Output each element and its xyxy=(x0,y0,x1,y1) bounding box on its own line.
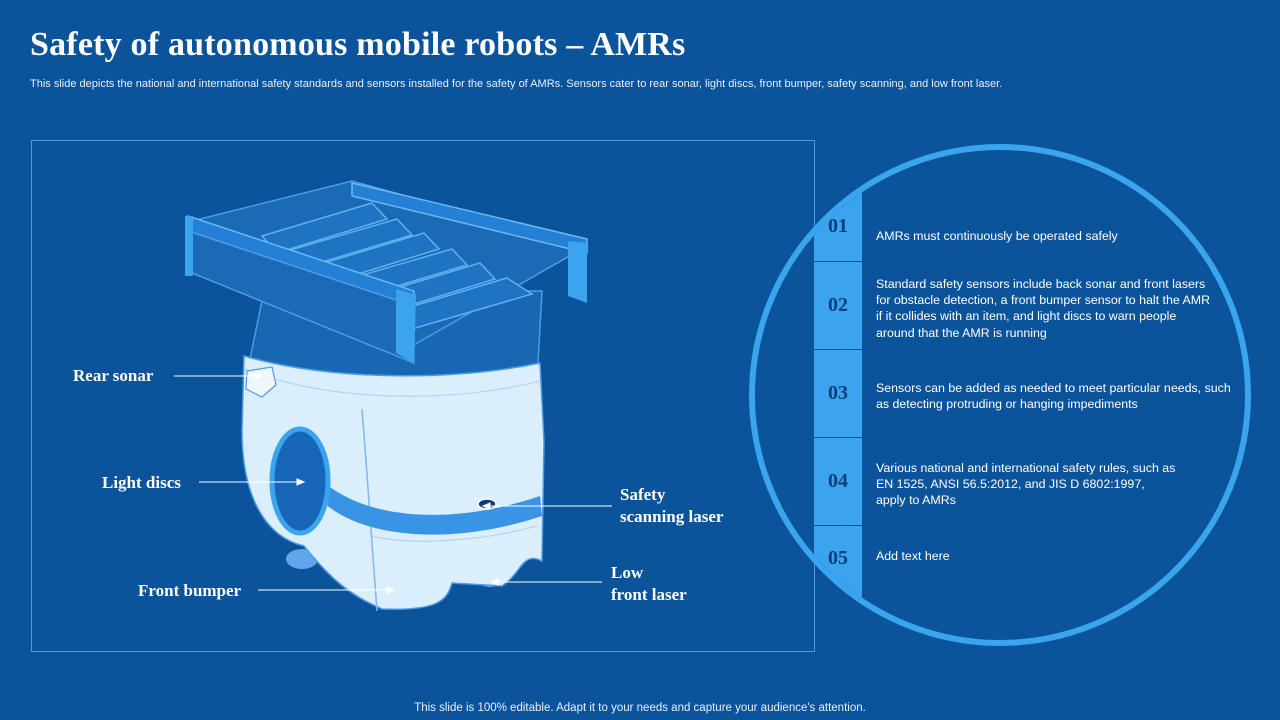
number-column xyxy=(814,150,862,640)
row-divider xyxy=(814,349,1164,350)
callout-low-line2: front laser xyxy=(611,585,687,604)
callout-safety-line2: scanning laser xyxy=(620,507,724,526)
item-text-01: AMRs must continuously be operated safel… xyxy=(876,229,1118,243)
robot-seam-vertical xyxy=(361,408,378,612)
rear-sonar-pad xyxy=(245,366,277,398)
footer-note: This slide is 100% editable. Adapt it to… xyxy=(414,702,866,714)
callout-light-discs: Light discs xyxy=(102,473,181,492)
page-subtitle: This slide depicts the national and inte… xyxy=(30,78,1003,90)
item-text-02: Standard safety sensors include back son… xyxy=(876,277,1211,340)
item-number-05: 05 xyxy=(828,546,848,569)
callout-safety-line1: Safety xyxy=(620,485,666,504)
page-title: Safety of autonomous mobile robots – AMR… xyxy=(30,26,686,63)
info-circle-ring xyxy=(749,144,1251,646)
callout-low-front-laser: Low front laser xyxy=(611,562,687,606)
callout-low-line1: Low xyxy=(611,563,644,582)
robot-illustration xyxy=(174,180,612,612)
tray-front-post-left xyxy=(185,216,193,276)
item-number-02: 02 xyxy=(828,293,848,316)
item-number-01: 01 xyxy=(828,214,848,237)
row-divider xyxy=(814,437,1164,438)
callout-safety-scanning-laser: Safety scanning laser xyxy=(620,484,723,528)
item-text-03: Sensors can be added as needed to meet p… xyxy=(876,381,1231,412)
item-text-04: Various national and international safet… xyxy=(876,461,1176,508)
robot-seam-top xyxy=(244,368,541,397)
item-number-03: 03 xyxy=(828,381,848,404)
row-divider xyxy=(814,525,1164,526)
item-text-05: Add text here xyxy=(876,549,950,563)
robot-seam-front xyxy=(371,525,538,542)
callout-rear-sonar: Rear sonar xyxy=(73,366,154,385)
callout-front-bumper: Front bumper xyxy=(138,581,242,600)
item-number-04: 04 xyxy=(828,469,848,492)
callout-arrows xyxy=(174,372,612,594)
robot-body xyxy=(241,355,545,610)
tray-front-post-right xyxy=(396,289,416,363)
info-circle: 01 02 03 04 05 AMRs must continuously be… xyxy=(755,150,1245,640)
tray-back-post-right xyxy=(568,241,587,303)
robot-diagram-panel: Rear sonar Light discs Front bumper Safe… xyxy=(31,140,815,652)
robot-band xyxy=(317,476,542,535)
row-divider xyxy=(814,261,1164,262)
